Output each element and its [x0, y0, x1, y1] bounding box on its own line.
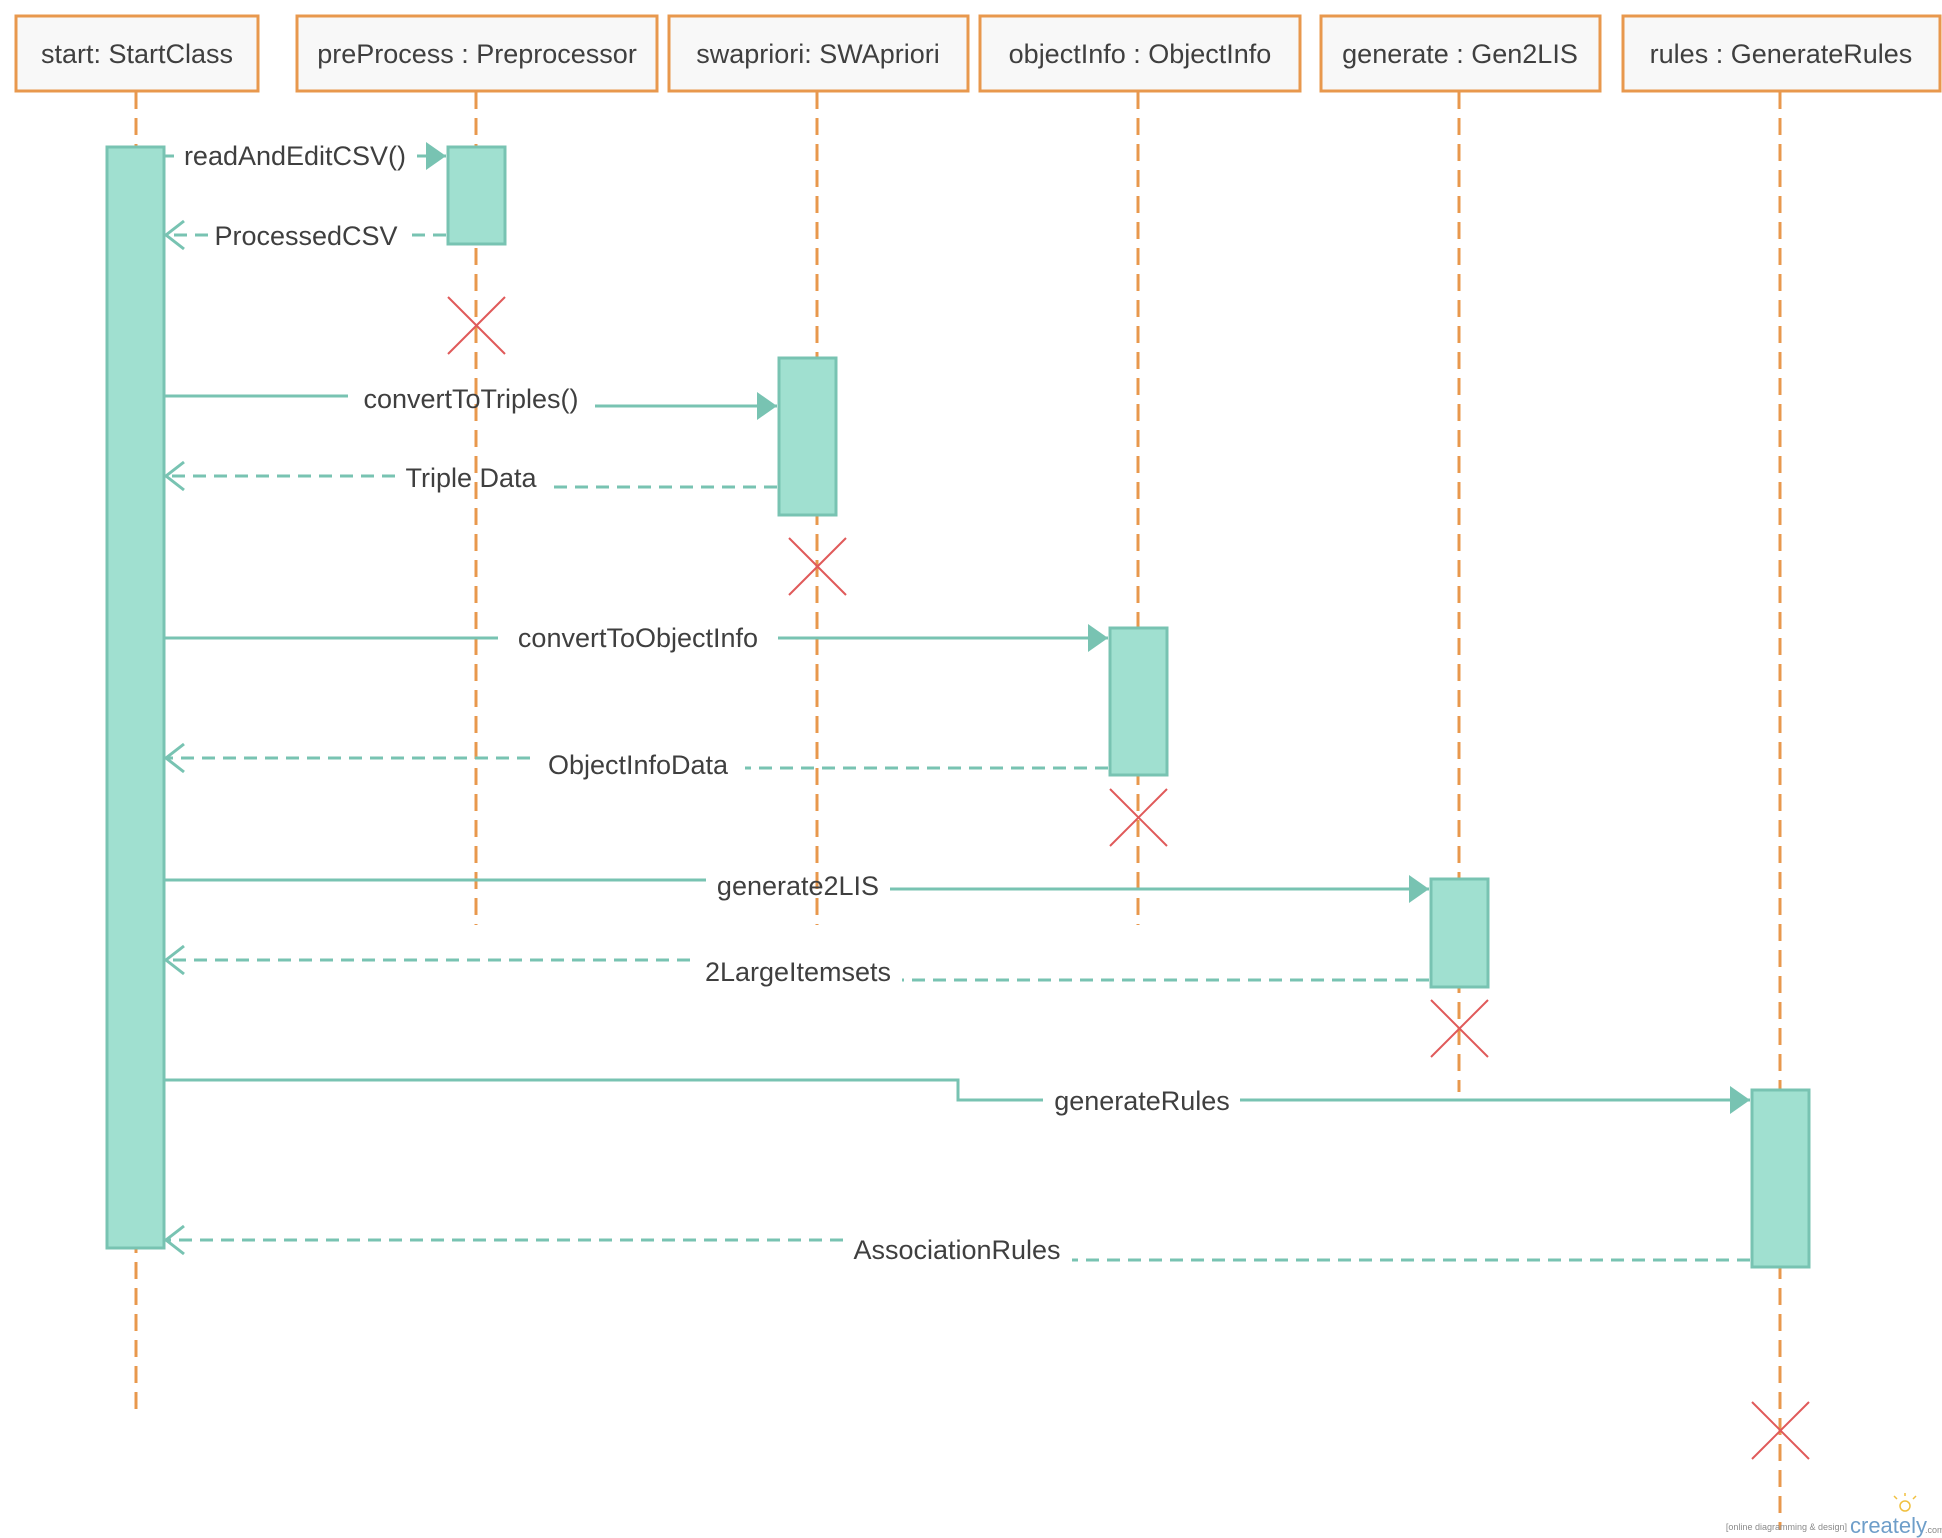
activation-rules	[1750, 1088, 1811, 1269]
destroy-generate-icon	[1430, 999, 1489, 1058]
activation-start	[105, 145, 166, 1250]
message-label-objectinfodata: ObjectInfoData	[548, 750, 729, 780]
activation-generate	[1429, 877, 1490, 989]
message-call-converttotriples[interactable]: convertToTriples()	[164, 384, 777, 420]
activation-preprocess	[446, 145, 507, 246]
message-label-converttotriples: convertToTriples()	[363, 384, 578, 414]
message-call-generaterules[interactable]: generateRules	[164, 1078, 1750, 1116]
message-return-2largeitemsets[interactable]: 2LargeItemsets	[163, 944, 1429, 987]
watermark-tagline: [online diagramming & design]	[1726, 1522, 1847, 1532]
object-start[interactable]: start: StartClass	[14, 14, 260, 93]
object-swapriori[interactable]: swapriori: SWApriori	[667, 14, 970, 93]
activation-objectinfo	[1108, 626, 1169, 777]
message-label-tripledata: Triple Data	[405, 463, 537, 493]
message-call-converttoobjectinfo[interactable]: convertToObjectInfo	[164, 623, 1108, 653]
activation-swapriori	[777, 356, 838, 517]
creately-watermark: [online diagramming & design] creately .…	[1726, 1493, 1942, 1538]
destroy-objectinfo-icon	[1109, 788, 1168, 847]
watermark-brand: creately	[1850, 1513, 1927, 1538]
object-label-generate: generate : Gen2LIS	[1342, 39, 1578, 69]
watermark-suffix: .com	[1925, 1525, 1942, 1535]
lifelines	[134, 92, 1782, 1530]
object-preprocess[interactable]: preProcess : Preprocessor	[295, 14, 659, 93]
destroy-swapriori-icon	[788, 537, 847, 596]
destroy-preprocess-icon	[447, 296, 506, 355]
object-label-preprocess: preProcess : Preprocessor	[317, 39, 637, 69]
bulb-icon	[1893, 1493, 1917, 1512]
message-label-generate2lis: generate2LIS	[717, 871, 879, 901]
message-call-readandeditcsv[interactable]: readAndEditCSV()	[164, 141, 446, 171]
object-label-start: start: StartClass	[41, 39, 233, 69]
objects: start: StartClass preProcess : Preproces…	[14, 14, 1942, 93]
message-return-objectinfodata[interactable]: ObjectInfoData	[163, 742, 1108, 780]
messages: readAndEditCSV() ProcessedCSV convertToT…	[163, 141, 1750, 1265]
message-call-generate2lis[interactable]: generate2LIS	[164, 871, 1429, 903]
object-objectinfo[interactable]: objectInfo : ObjectInfo	[978, 14, 1302, 93]
object-label-objectinfo: objectInfo : ObjectInfo	[1009, 39, 1272, 69]
message-return-tripledata[interactable]: Triple Data	[163, 460, 777, 493]
message-label-2largeitemsets: 2LargeItemsets	[705, 957, 891, 987]
message-label-associationrules: AssociationRules	[853, 1235, 1060, 1265]
object-rules[interactable]: rules : GenerateRules	[1621, 14, 1942, 93]
destroy-rules-icon	[1751, 1401, 1810, 1460]
message-label-processedcsv: ProcessedCSV	[214, 221, 397, 251]
activations	[105, 145, 1811, 1269]
destroy-markers	[447, 296, 1810, 1460]
message-return-processedcsv[interactable]: ProcessedCSV	[163, 219, 446, 251]
message-return-associationrules[interactable]: AssociationRules	[163, 1224, 1750, 1265]
message-label-readandeditcsv: readAndEditCSV()	[184, 141, 406, 171]
object-generate[interactable]: generate : Gen2LIS	[1319, 14, 1602, 93]
message-label-generaterules: generateRules	[1054, 1086, 1230, 1116]
message-label-converttoobjectinfo: convertToObjectInfo	[518, 623, 758, 653]
object-label-swapriori: swapriori: SWApriori	[696, 39, 940, 69]
object-label-rules: rules : GenerateRules	[1650, 39, 1913, 69]
